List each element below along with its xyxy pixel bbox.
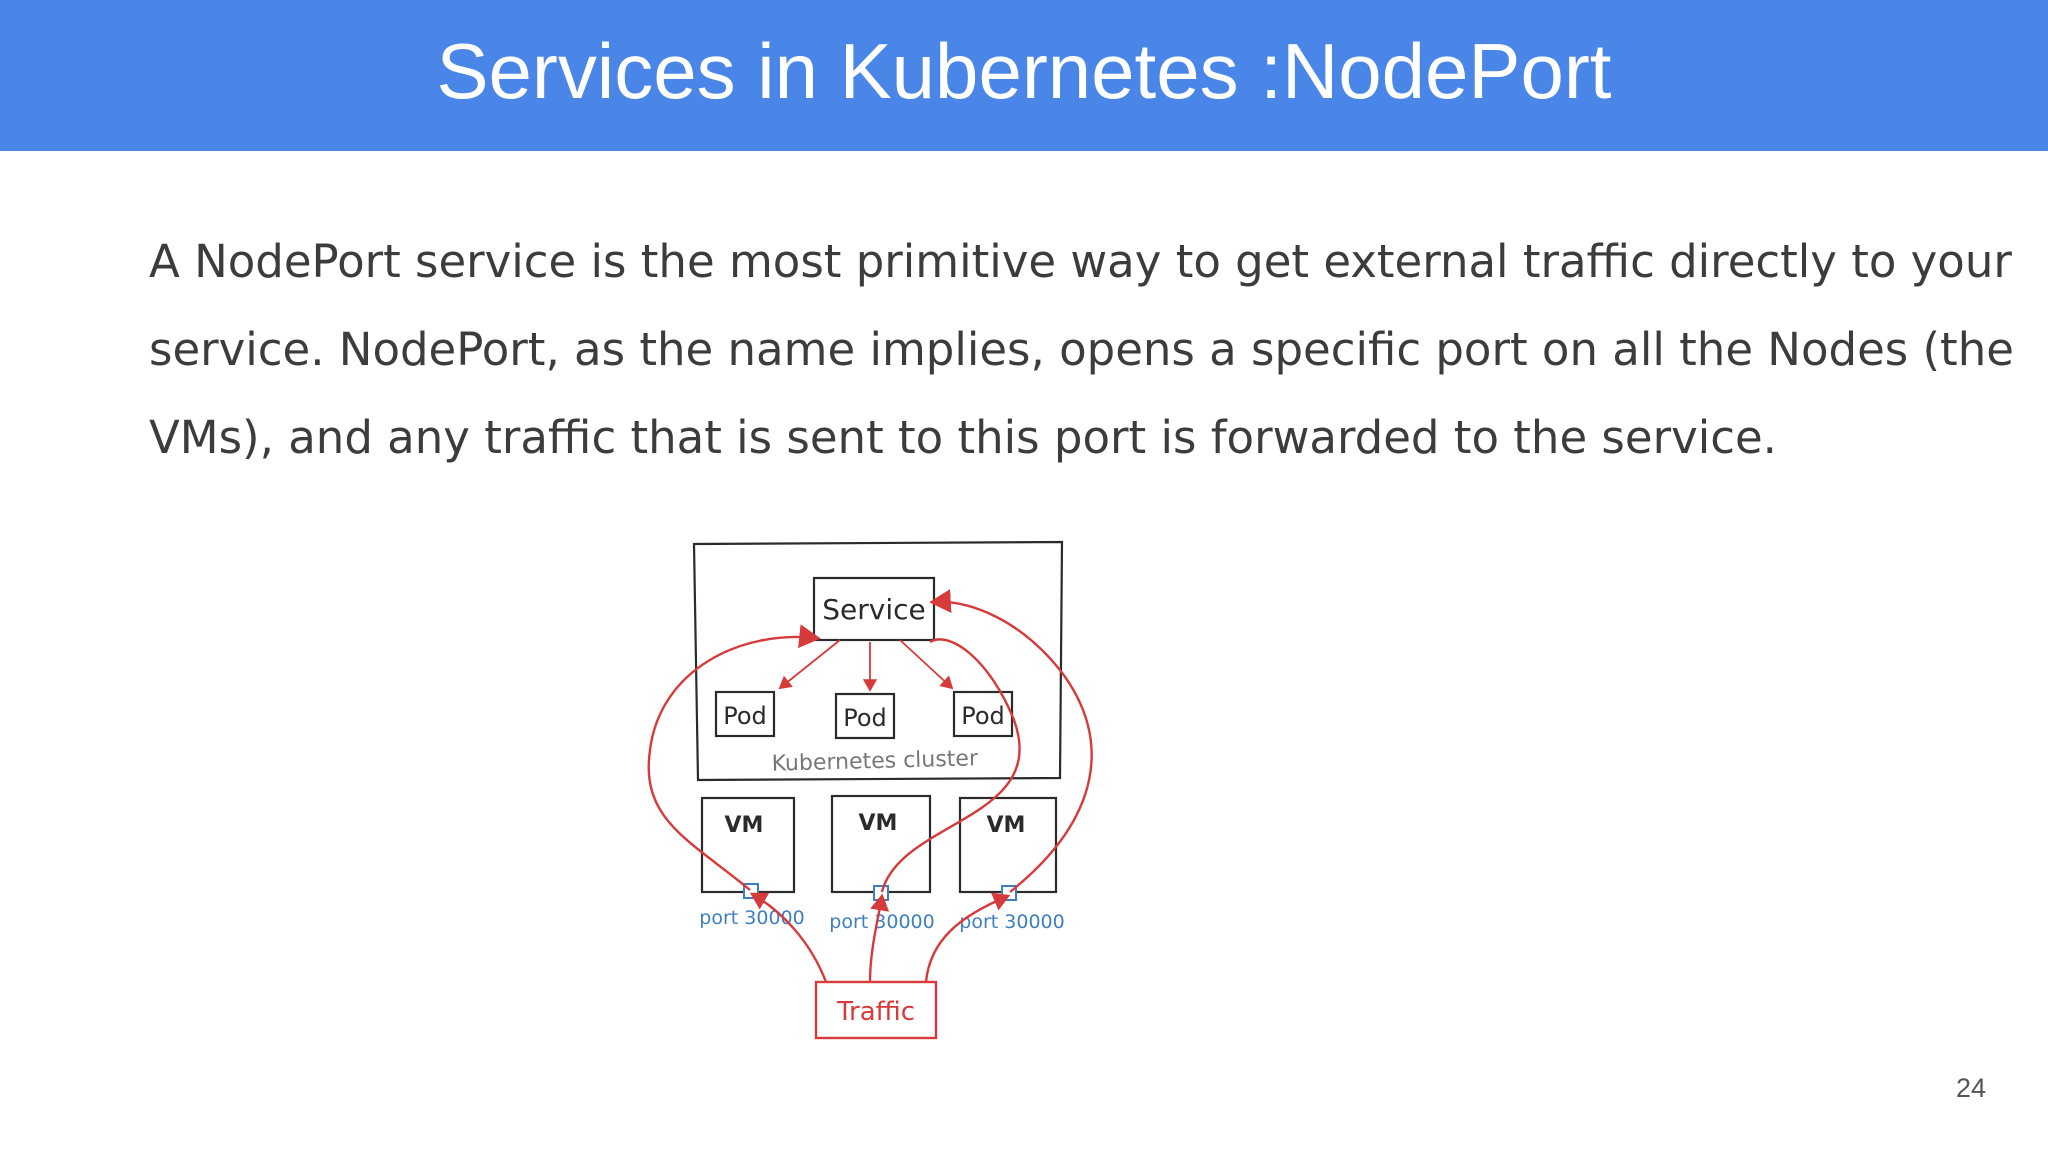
port-3-to-service-curve — [929, 589, 1093, 893]
vm-label-2: VM — [859, 811, 898, 836]
traffic-to-port-1 — [749, 892, 828, 983]
pod-label-2: Pod — [843, 704, 887, 732]
nodeport-diagram: Service Pod Pod Pod Kubernetes cluster V… — [630, 520, 1130, 1060]
pod-box-2 — [834, 692, 896, 740]
pod-label-1: Pod — [723, 702, 767, 730]
body-line-2: service. NodePort, as the name implies, … — [149, 323, 2014, 376]
traffic-label: Traffic — [836, 997, 915, 1027]
vm-label-1: VM — [725, 813, 764, 838]
port-label-3: port 30000 — [959, 911, 1064, 933]
nodeport-diagram-svg: Service Pod Pod Pod Kubernetes cluster V… — [647, 540, 1093, 1040]
slide-title: Services in Kubernetes :NodePort — [436, 27, 1612, 115]
service-to-pod-arrow-1 — [778, 639, 841, 690]
traffic-box — [814, 980, 938, 1040]
traffic-to-port-2 — [868, 893, 890, 983]
title-bar: Services in Kubernetes :NodePort — [0, 0, 2048, 151]
cluster-label: Kubernetes cluster — [771, 746, 979, 776]
port-label-1: port 30000 — [699, 907, 804, 929]
body-paragraph: A NodePort service is the most primitive… — [149, 218, 2014, 482]
body-line-1: A NodePort service is the most primitive… — [149, 235, 2012, 288]
port-1-to-service-curve — [647, 624, 821, 891]
cluster-box — [692, 540, 1064, 782]
vm-label-3: VM — [987, 813, 1026, 838]
service-label: Service — [822, 593, 925, 626]
port-2-to-service-curve — [880, 638, 1021, 893]
pod-box-1 — [714, 690, 776, 738]
body-line-3: VMs), and any traffic that is sent to th… — [149, 411, 1777, 464]
service-to-pod-arrow-3 — [899, 639, 954, 690]
traffic-to-port-3 — [924, 892, 1011, 983]
page-number: 24 — [1955, 1073, 1986, 1103]
pod-label-3: Pod — [961, 702, 1005, 730]
port-label-2: port 30000 — [829, 911, 934, 933]
